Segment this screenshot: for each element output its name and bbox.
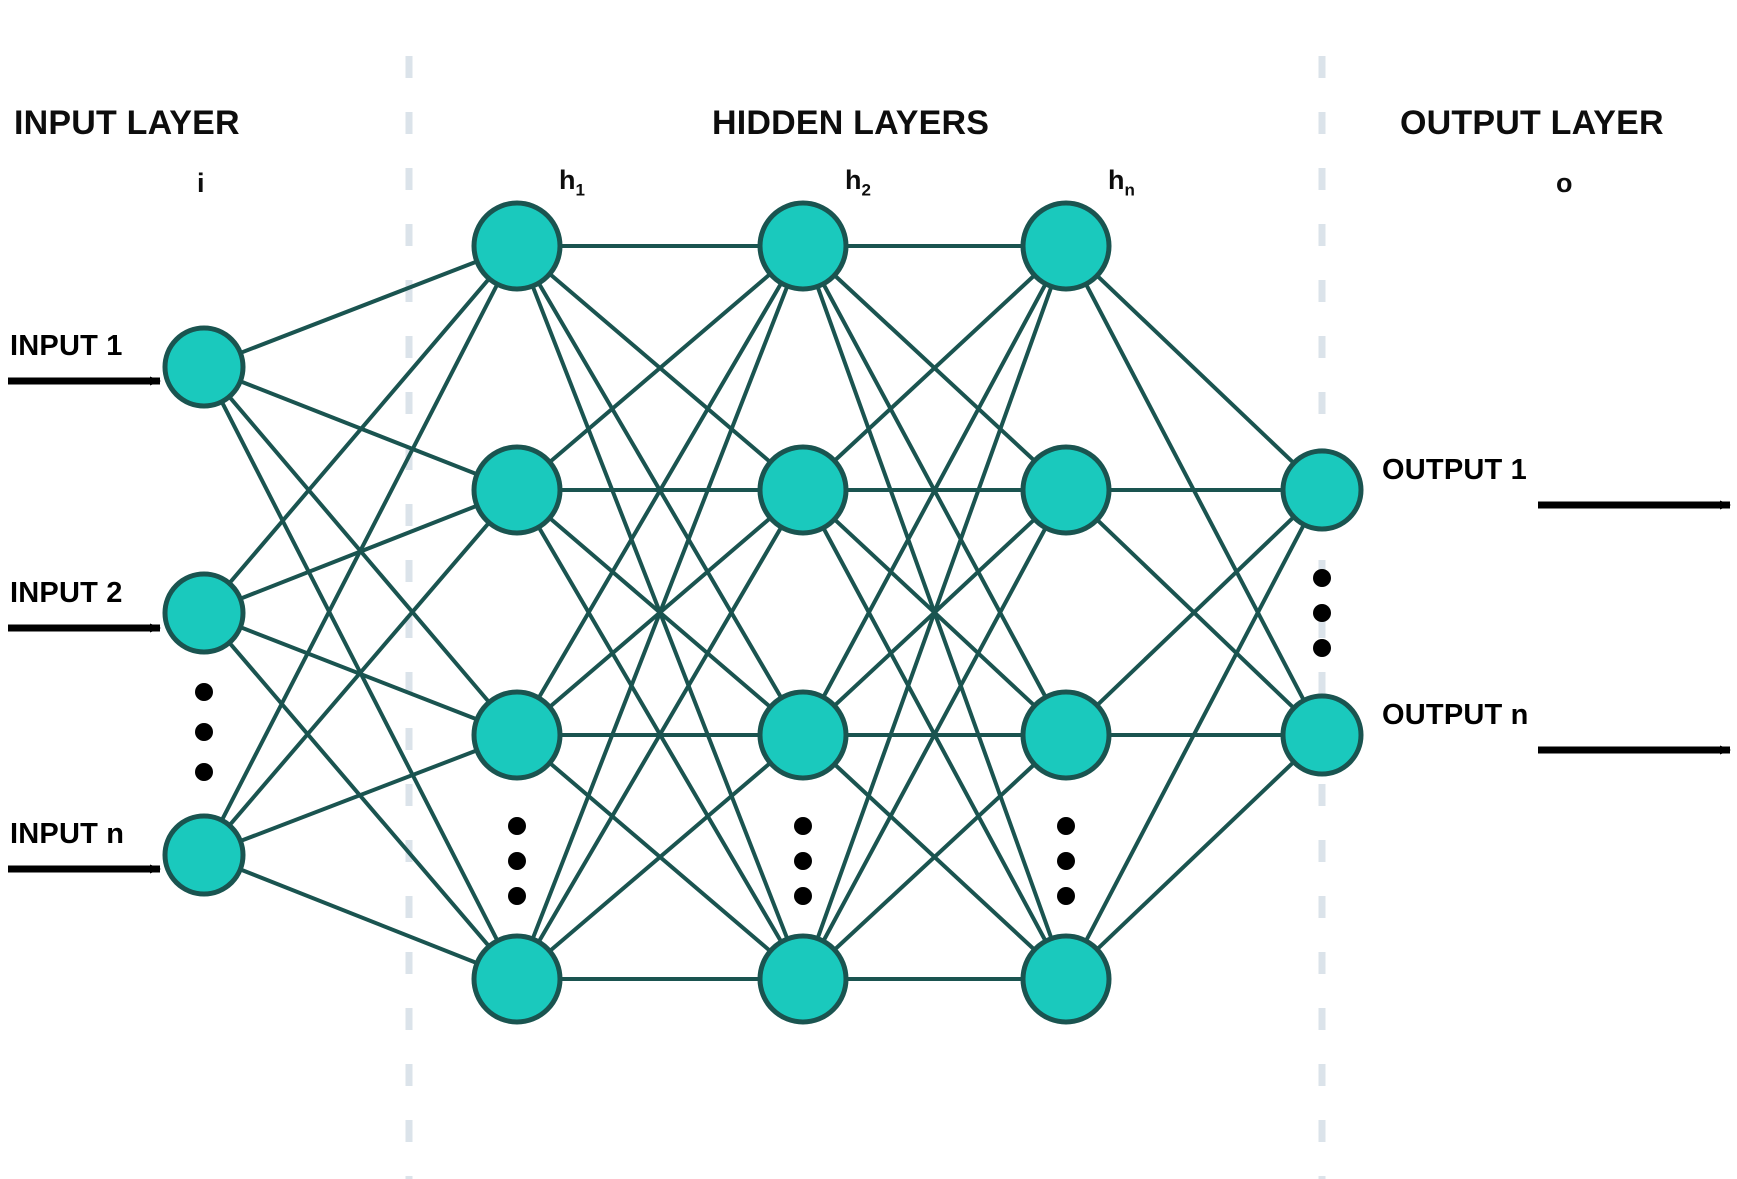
edge-c3n0-to-c4n1 [1084,283,1306,702]
neuron-input-2 [162,571,246,655]
edge-c2n1-to-c3n0 [833,273,1036,463]
output-layer-symbol: o [1556,168,1573,198]
neuron-hidden1-4 [471,933,563,1025]
edge-c1n2-to-c2n0 [536,282,784,699]
input-label-1: INPUT 1 [10,330,123,362]
edge-c1n3-to-c2n2 [548,761,772,953]
input-label-n: INPUT n [10,818,125,850]
neuron-nodes [162,200,1364,1025]
hidden1-ellipsis-dot-2 [508,852,526,870]
edge-c3n3-to-c4n1 [1095,760,1296,951]
hidden1-ellipsis-dot-3 [508,887,526,905]
neuron-output-1 [1280,448,1364,532]
edge-c1n1-to-c2n0 [548,272,772,464]
input-ellipsis-dot-2 [195,723,213,741]
edge-c2n3-to-c3n1 [821,526,1048,943]
hidden-layer-1-symbol-sub: 1 [575,180,585,200]
output-label-n: OUTPUT n [1382,699,1529,731]
hidden-layer-n-symbol-base: h [1108,165,1125,195]
input-layer-symbol: i [197,168,205,198]
edge-c0n2-to-c1n2 [239,748,478,843]
edge-c0n0-to-c1n1 [239,379,478,477]
neuron-hiddenn-2 [1020,444,1112,536]
neuron-hiddenn-1 [1020,200,1112,292]
neuron-hidden2-2 [757,444,849,536]
edge-c2n3-to-c3n0 [815,285,1054,940]
neuron-hiddenn-3 [1020,689,1112,781]
hidden2-ellipsis-dot-2 [794,852,812,870]
neuron-hidden1-2 [471,444,563,536]
hidden-layers-title: HIDDEN LAYERS [712,104,990,142]
neuron-output-2 [1280,693,1364,777]
output-ellipsis-dot-2 [1313,604,1331,622]
edge-c0n2-to-c1n3 [239,867,478,966]
hidden-layer-2-symbol: h2 [845,165,871,200]
hidden-layer-2-symbol-sub: 2 [861,180,871,200]
input-label-2: INPUT 2 [10,577,123,609]
hiddenn-ellipsis-dot-3 [1057,887,1075,905]
ellipsis-dots [195,569,1331,905]
hidden-layer-1-symbol-base: h [559,165,576,195]
hidden2-ellipsis-dot-1 [794,817,812,835]
neuron-hidden1-3 [471,689,563,781]
edge-c2n3-to-c3n2 [833,762,1036,952]
edge-c1n3-to-c2n0 [530,285,790,940]
hidden-layer-n-symbol-sub: n [1124,180,1135,200]
edge-c0n2-to-c1n1 [227,521,491,827]
hidden2-ellipsis-dot-3 [794,887,812,905]
output-ellipsis-dot-3 [1313,639,1331,657]
hidden-layer-1-symbol: h1 [559,165,585,200]
input-layer-title: INPUT LAYER [14,104,240,142]
input-ellipsis-dot-1 [195,683,213,701]
edge-c3n0-to-c4n0 [1095,274,1296,465]
neuron-hidden2-1 [757,200,849,292]
hidden-layer-2-symbol-base: h [845,165,862,195]
neuron-input-1 [162,325,246,409]
connection-edges [219,244,1306,981]
output-layer-title: OUTPUT LAYER [1400,104,1664,142]
output-ellipsis-dot-1 [1313,569,1331,587]
neuron-input-3 [162,813,246,897]
edge-c2n2-to-c3n0 [821,282,1048,699]
neuron-hiddenn-4 [1020,933,1112,1025]
edge-c0n0-to-c1n0 [239,259,478,355]
hidden1-ellipsis-dot-1 [508,817,526,835]
edge-c0n2-to-c1n0 [220,283,500,822]
output-label-1: OUTPUT 1 [1382,454,1527,486]
neuron-hidden2-4 [757,933,849,1025]
io-arrows [8,376,1731,874]
edge-c1n3-to-c2n1 [536,526,784,943]
edge-c3n2-to-c4n0 [1095,515,1296,707]
hidden-layer-n-symbol: hn [1108,165,1135,200]
input-ellipsis-dot-3 [195,763,213,781]
neuron-hidden2-3 [757,689,849,781]
edge-c0n1-to-c1n0 [227,277,491,585]
hiddenn-ellipsis-dot-1 [1057,817,1075,835]
edge-c3n3-to-c4n0 [1084,523,1306,942]
hiddenn-ellipsis-dot-2 [1057,852,1075,870]
neuron-hidden1-1 [471,200,563,292]
